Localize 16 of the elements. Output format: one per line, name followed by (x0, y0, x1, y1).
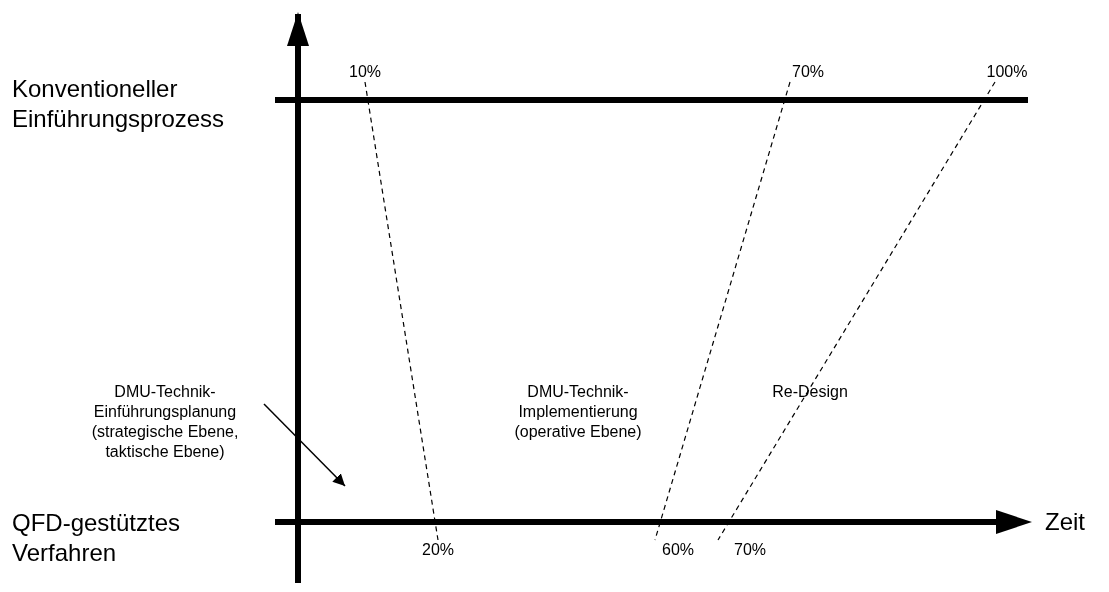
dashed-divider-line (654, 81, 791, 541)
leader-line (263, 403, 346, 487)
phase-label: DMU-Technik- Implementierung (operative Ebene) (513, 382, 643, 442)
process-label: QFD-gestütztes Verfahren (12, 508, 182, 568)
percent-label: 20% (413, 540, 463, 560)
percent-label: 60% (653, 540, 703, 560)
phase-label: DMU-Technik-Einführungsplanung (strategische Ebene, taktische Ebene) (60, 382, 270, 462)
phase-label: Re-Design (771, 382, 849, 402)
process-label: Konventioneller Einführungsprozess (12, 74, 226, 134)
percent-label: 70% (725, 540, 775, 560)
dashed-divider-line (364, 81, 439, 541)
axis-label: Zeit (1045, 507, 1086, 537)
percent-label: 100% (977, 62, 1037, 82)
percent-label: 10% (340, 62, 390, 82)
dashed-divider-line (717, 81, 996, 541)
percent-label: 70% (783, 62, 833, 82)
